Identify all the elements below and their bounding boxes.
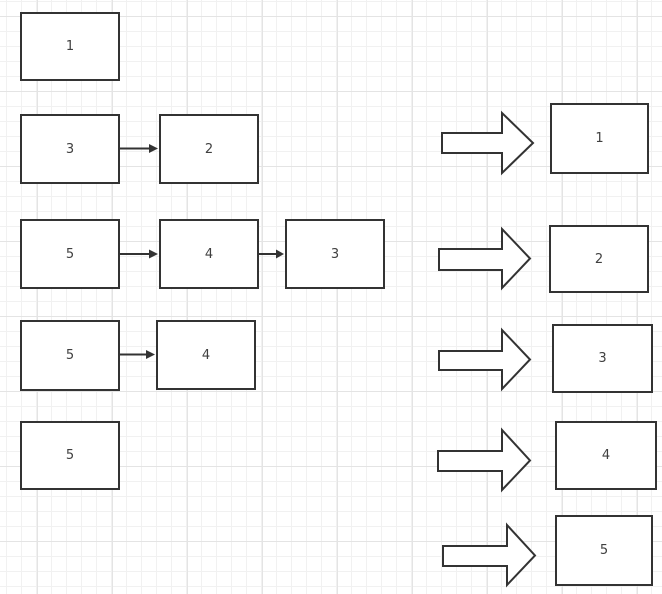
box-label: 4 <box>601 448 611 463</box>
right-box-2[interactable]: 2 <box>549 225 649 293</box>
right-box-5[interactable]: 5 <box>555 515 653 586</box>
left-box-row5-1[interactable]: 5 <box>20 421 120 490</box>
box-label: 5 <box>65 348 75 363</box>
box-label: 5 <box>65 448 75 463</box>
box-label: 3 <box>330 246 340 262</box>
block-arrow-right-icon-2[interactable] <box>438 226 532 291</box>
left-box-row2-1[interactable]: 3 <box>20 114 120 184</box>
connector-arrowhead-icon <box>149 249 158 259</box>
left-box-row4-2[interactable]: 4 <box>156 320 256 390</box>
box-label: 1 <box>65 39 75 54</box>
left-box-row4-1[interactable]: 5 <box>20 320 120 391</box>
right-box-3[interactable]: 3 <box>552 324 653 393</box>
box-label: 5 <box>599 543 609 558</box>
block-arrow-right-icon-3[interactable] <box>438 327 532 392</box>
connector-arrow-row4[interactable] <box>120 350 155 359</box>
box-label: 4 <box>204 246 214 262</box>
box-label: 5 <box>65 246 75 262</box>
block-arrow-right-icon-1[interactable] <box>441 110 535 176</box>
connector-arrowhead-icon <box>276 249 284 259</box>
box-label: 3 <box>65 141 75 157</box>
connector-arrowhead-icon <box>149 144 158 153</box>
left-box-row3-2[interactable]: 4 <box>159 219 259 289</box>
connector-arrow-row3b[interactable] <box>259 249 284 259</box>
right-box-4[interactable]: 4 <box>555 421 657 490</box>
right-box-1[interactable]: 1 <box>550 103 649 174</box>
block-arrow-right-icon-4[interactable] <box>437 427 532 493</box>
block-arrow-right-icon-5[interactable] <box>442 522 537 588</box>
left-box-row1-1[interactable]: 1 <box>20 12 120 81</box>
box-label: 3 <box>598 351 607 366</box>
connector-arrow-row2[interactable] <box>120 144 158 153</box>
left-box-row3-3[interactable]: 3 <box>285 219 385 289</box>
connector-arrowhead-icon <box>146 350 155 359</box>
box-label: 2 <box>204 141 214 157</box>
box-label: 1 <box>595 131 604 146</box>
box-label: 2 <box>594 251 604 267</box>
box-label: 4 <box>201 347 211 363</box>
connector-arrow-row3a[interactable] <box>120 249 158 259</box>
left-box-row3-1[interactable]: 5 <box>20 219 120 289</box>
left-box-row2-2[interactable]: 2 <box>159 114 259 184</box>
